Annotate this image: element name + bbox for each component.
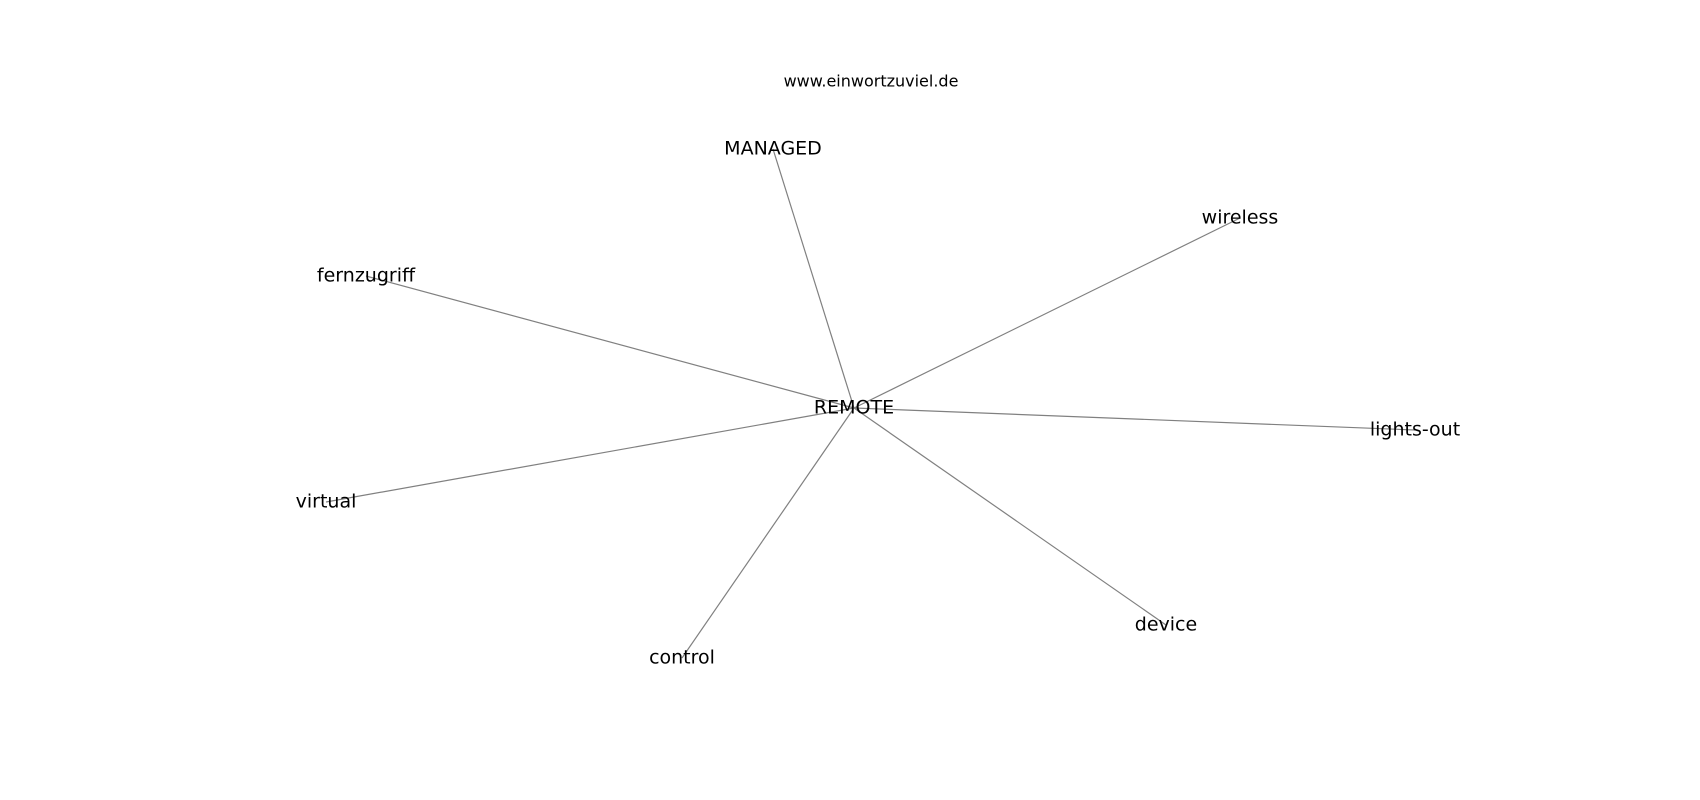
- edge-remote-virtual: [325, 407, 855, 503]
- node-label-device: device: [1135, 614, 1197, 636]
- node-label-virtual: virtual: [296, 491, 357, 513]
- edge-remote-lights-out: [853, 407, 1416, 431]
- watermark-label: www.einwortzuviel.de: [784, 72, 959, 91]
- edge-remote-control: [681, 407, 855, 659]
- node-label-managed: MANAGED: [724, 138, 822, 160]
- node-label-wireless: wireless: [1202, 207, 1279, 229]
- labels-layer: www.einwortzuviel.de REMOTE MANAGED wirele…: [296, 72, 1461, 669]
- edges-layer: [325, 148, 1416, 659]
- node-label-control: control: [649, 647, 715, 669]
- node-label-lights-out: lights-out: [1370, 419, 1460, 441]
- node-label-remote: REMOTE: [814, 397, 894, 419]
- edge-remote-wireless: [853, 217, 1241, 409]
- edge-remote-managed: [772, 148, 855, 409]
- edge-remote-fernzugriff: [365, 275, 855, 409]
- edge-remote-device: [853, 407, 1167, 626]
- node-label-fernzugriff: fernzugriff: [317, 265, 416, 287]
